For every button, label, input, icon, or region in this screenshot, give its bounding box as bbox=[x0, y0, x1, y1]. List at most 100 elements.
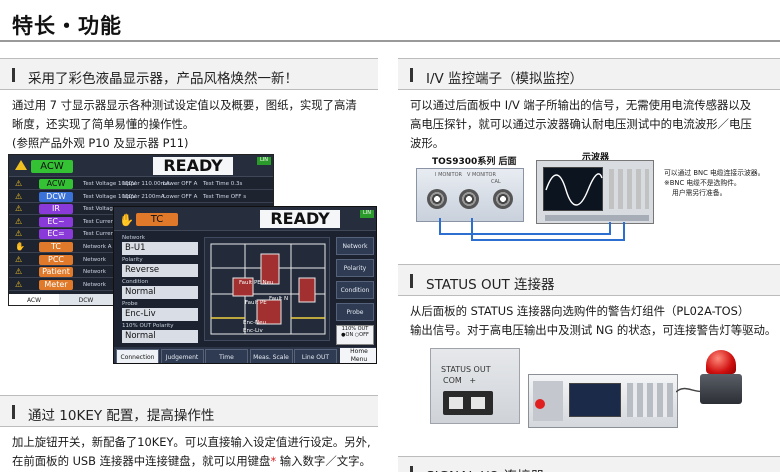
row-value: Test Voltage 1000V bbox=[83, 193, 136, 200]
field-label: Probe bbox=[122, 301, 138, 307]
iv-note: 可以通过 BNC 电缆连接示波器。 ※BNC 电缆不是选购件。 用户需另行准备。 bbox=[664, 168, 764, 198]
field-select[interactable]: Enc-Liv bbox=[122, 308, 198, 321]
warning-icon: ⚠ bbox=[15, 267, 23, 277]
row-value: Network bbox=[83, 269, 106, 276]
side-button[interactable]: Condition bbox=[336, 281, 374, 299]
field-label: 110% OUT Polarity bbox=[122, 323, 174, 329]
tab-acw[interactable]: ACW bbox=[9, 294, 59, 305]
diagram-label-1: Fault PE Neu bbox=[239, 280, 274, 286]
lcd-line-1: 通过用 7 寸显示器显示各种测试设定值以及概要，图纸，实现了高清 bbox=[12, 98, 357, 112]
panel-text-cal: CAL bbox=[491, 179, 501, 185]
warning-lamp-icon bbox=[706, 350, 736, 374]
section-heading-iv: I/V 监控端子（模拟监控） bbox=[398, 58, 780, 90]
panel-text-v: V MONITOR bbox=[467, 172, 496, 178]
scope-label: 示波器 bbox=[582, 153, 610, 163]
field-label: Condition bbox=[122, 279, 149, 285]
out-toggle[interactable]: 110% OUT ●ON ○OFF bbox=[336, 325, 374, 345]
field-select[interactable]: Reverse bbox=[122, 264, 198, 277]
lcd-paragraph: 通过用 7 寸显示器显示各种测试设定值以及概要，图纸，实现了高清 晰度，还实现了… bbox=[12, 96, 378, 153]
bottom-tab[interactable]: Meas. Scale bbox=[249, 349, 293, 363]
warning-icon bbox=[15, 160, 27, 170]
rear-panel-label: TOS9300系列 后面 bbox=[432, 157, 517, 167]
row-value: Test Voltage 1000V bbox=[83, 181, 136, 187]
warning-icon: ⚠ bbox=[15, 216, 23, 226]
side-button[interactable]: Polarity bbox=[336, 259, 374, 277]
page-title: 特长・功能 bbox=[12, 14, 122, 38]
warning-lamp-base bbox=[700, 374, 742, 404]
mode-chip: Patient bbox=[39, 267, 73, 278]
bottom-tab[interactable]: Time bbox=[205, 349, 248, 363]
bnc-connector-icon bbox=[493, 189, 513, 209]
title-rule bbox=[0, 40, 780, 42]
mode-chip: EC~ bbox=[39, 216, 73, 227]
tenkey-line-2b: 输入数字／文字。 bbox=[276, 454, 371, 468]
oscilloscope-image bbox=[536, 160, 654, 224]
circuit-diagram: Fault PE Neu Fault PE Fault N Enc-Neu En… bbox=[204, 237, 330, 341]
row-value: Test Current 5.0A bbox=[83, 218, 131, 225]
photo-label-1: STATUS OUT bbox=[441, 365, 491, 374]
field-select[interactable]: B-U1 bbox=[122, 242, 198, 255]
row-value: Network bbox=[83, 256, 106, 263]
tab-dcw[interactable]: DCW bbox=[78, 297, 94, 304]
warning-icon: ⚠ bbox=[15, 204, 23, 214]
row-value: Test Time 0.3s bbox=[203, 181, 243, 187]
tos-device-image bbox=[528, 374, 678, 428]
home-label: Home bbox=[350, 348, 368, 355]
menu-label: Menu bbox=[350, 356, 368, 363]
note-line-1: 可以通过 BNC 电缆连接示波器。 bbox=[664, 169, 765, 177]
footnote-asterisk: * bbox=[270, 454, 277, 468]
mode-chip: PCC bbox=[39, 254, 73, 265]
bottom-tab[interactable]: Connection bbox=[116, 349, 159, 363]
field-select[interactable]: Normal bbox=[122, 286, 198, 299]
row-value: Network A bbox=[83, 244, 112, 250]
diagram-label-4: Enc-Neu bbox=[243, 320, 266, 326]
field-label: Network bbox=[122, 235, 145, 241]
field-label: Polarity bbox=[122, 257, 143, 263]
hand-icon: ✋ bbox=[15, 242, 25, 251]
status-paragraph: 从后面板的 STATUS 连接器向选购件的警告灯组件（PL02A-TOS） 输出… bbox=[410, 302, 780, 340]
section-heading-10key: 通过 10KEY 配置，提高操作性 bbox=[0, 395, 378, 427]
device-red-terminal bbox=[535, 399, 545, 409]
iv-line-2: 高电压探针，就可以通过示波器确认耐电压测试中的电流波形／电压 bbox=[410, 117, 752, 131]
mode-chip: IR bbox=[39, 204, 73, 215]
mode-chip: DCW bbox=[39, 191, 73, 202]
bottom-tab[interactable]: Line OUT bbox=[294, 349, 337, 363]
bottom-tab[interactable]: Judgement bbox=[160, 349, 204, 363]
bnc-cables bbox=[439, 218, 625, 241]
sine-wave-icon bbox=[545, 173, 603, 206]
out-state: ●ON ○OFF bbox=[337, 332, 373, 338]
diagram-label-5: Enc-Liv bbox=[243, 328, 263, 334]
row-value: Network bbox=[83, 281, 106, 288]
terminal-block bbox=[443, 391, 493, 415]
bnc-connector-icon bbox=[427, 189, 447, 209]
home-menu-button[interactable]: Home Menu bbox=[340, 348, 376, 363]
note-line-2: ※BNC 电缆不是选购件。 bbox=[664, 179, 741, 187]
warning-icon: ⚠ bbox=[15, 229, 23, 239]
lin-badge-front: LIN bbox=[360, 210, 374, 218]
out-label: 110% OUT bbox=[341, 326, 369, 332]
warning-icon: ⚠ bbox=[15, 191, 23, 201]
ready-label-front: READY bbox=[260, 210, 340, 228]
tc-mode-chip: TC bbox=[136, 213, 178, 226]
row-value: Upper 110.00mA bbox=[123, 181, 170, 187]
mode-chip: EC= bbox=[39, 229, 73, 240]
row-value: Upper 2100mA bbox=[123, 193, 165, 200]
out-on: ●ON bbox=[341, 332, 354, 338]
side-button[interactable]: Network bbox=[336, 237, 374, 255]
tenkey-line-2a: 在前面板的 USB 连接器中连接键盘，就可以用键盘 bbox=[12, 454, 271, 468]
row-value: Lower OFF A bbox=[163, 181, 198, 187]
main-mode-chip: ACW bbox=[31, 160, 73, 173]
field-select[interactable]: Normal bbox=[122, 330, 198, 343]
tenkey-paragraph: 加上旋钮开关，新配备了10KEY。可以直接输入设定值进行设定。另外, 在前面板的… bbox=[12, 433, 384, 471]
mode-chip: TC bbox=[39, 242, 73, 252]
diagram-label-2: Fault PE bbox=[245, 300, 267, 306]
row-value: Test Voltage 1000V bbox=[83, 206, 136, 213]
side-button[interactable]: Probe bbox=[336, 303, 374, 321]
circuit-svg bbox=[210, 243, 326, 335]
iv-line-3: 波形。 bbox=[410, 136, 445, 150]
lin-badge: LIN bbox=[257, 157, 271, 165]
section-heading-lcd: 采用了彩色液晶显示器，产品风格焕然一新！ bbox=[0, 58, 378, 90]
status-line-1: 从后面板的 STATUS 连接器向选购件的警告灯组件（PL02A-TOS） bbox=[410, 304, 750, 318]
